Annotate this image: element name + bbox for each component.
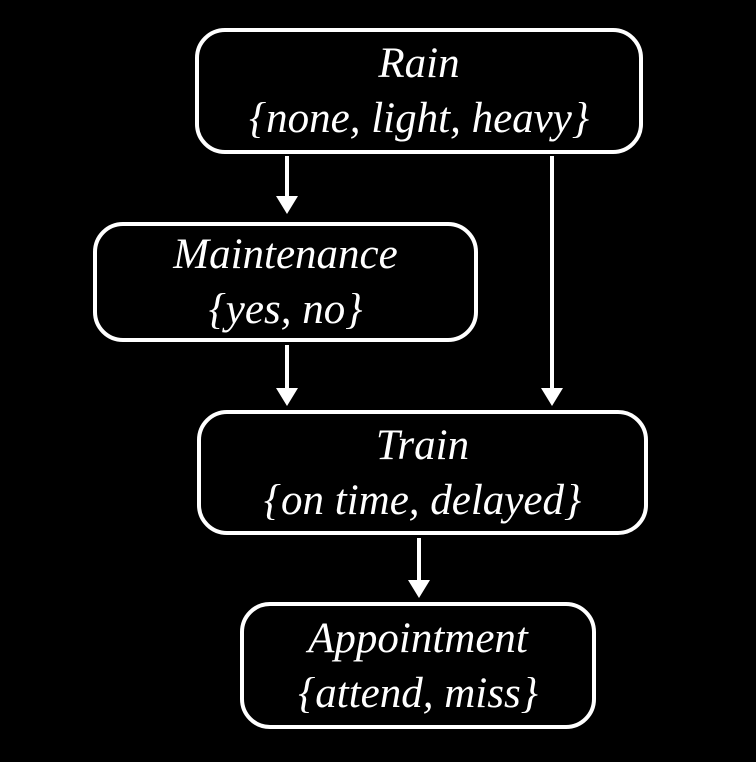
node-appointment: Appointment {attend, miss} bbox=[240, 602, 596, 729]
edge-rain-maintenance bbox=[276, 156, 298, 214]
node-rain: Rain {none, light, heavy} bbox=[195, 28, 643, 154]
node-train-domain: {on time, delayed} bbox=[263, 476, 582, 524]
node-appointment-domain: {attend, miss} bbox=[298, 669, 538, 717]
node-train-label: Train bbox=[375, 421, 470, 469]
node-appointment-label: Appointment bbox=[308, 614, 528, 662]
node-rain-label: Rain bbox=[378, 40, 460, 87]
node-maintenance-domain: {yes, no} bbox=[208, 286, 363, 333]
node-maintenance: Maintenance {yes, no} bbox=[93, 222, 478, 342]
edge-rain-train bbox=[541, 156, 563, 406]
node-maintenance-label: Maintenance bbox=[173, 231, 398, 278]
edge-maintenance-train bbox=[276, 345, 298, 406]
edge-train-appointment bbox=[408, 538, 430, 598]
node-train: Train {on time, delayed} bbox=[197, 410, 648, 535]
node-rain-domain: {none, light, heavy} bbox=[248, 95, 590, 142]
